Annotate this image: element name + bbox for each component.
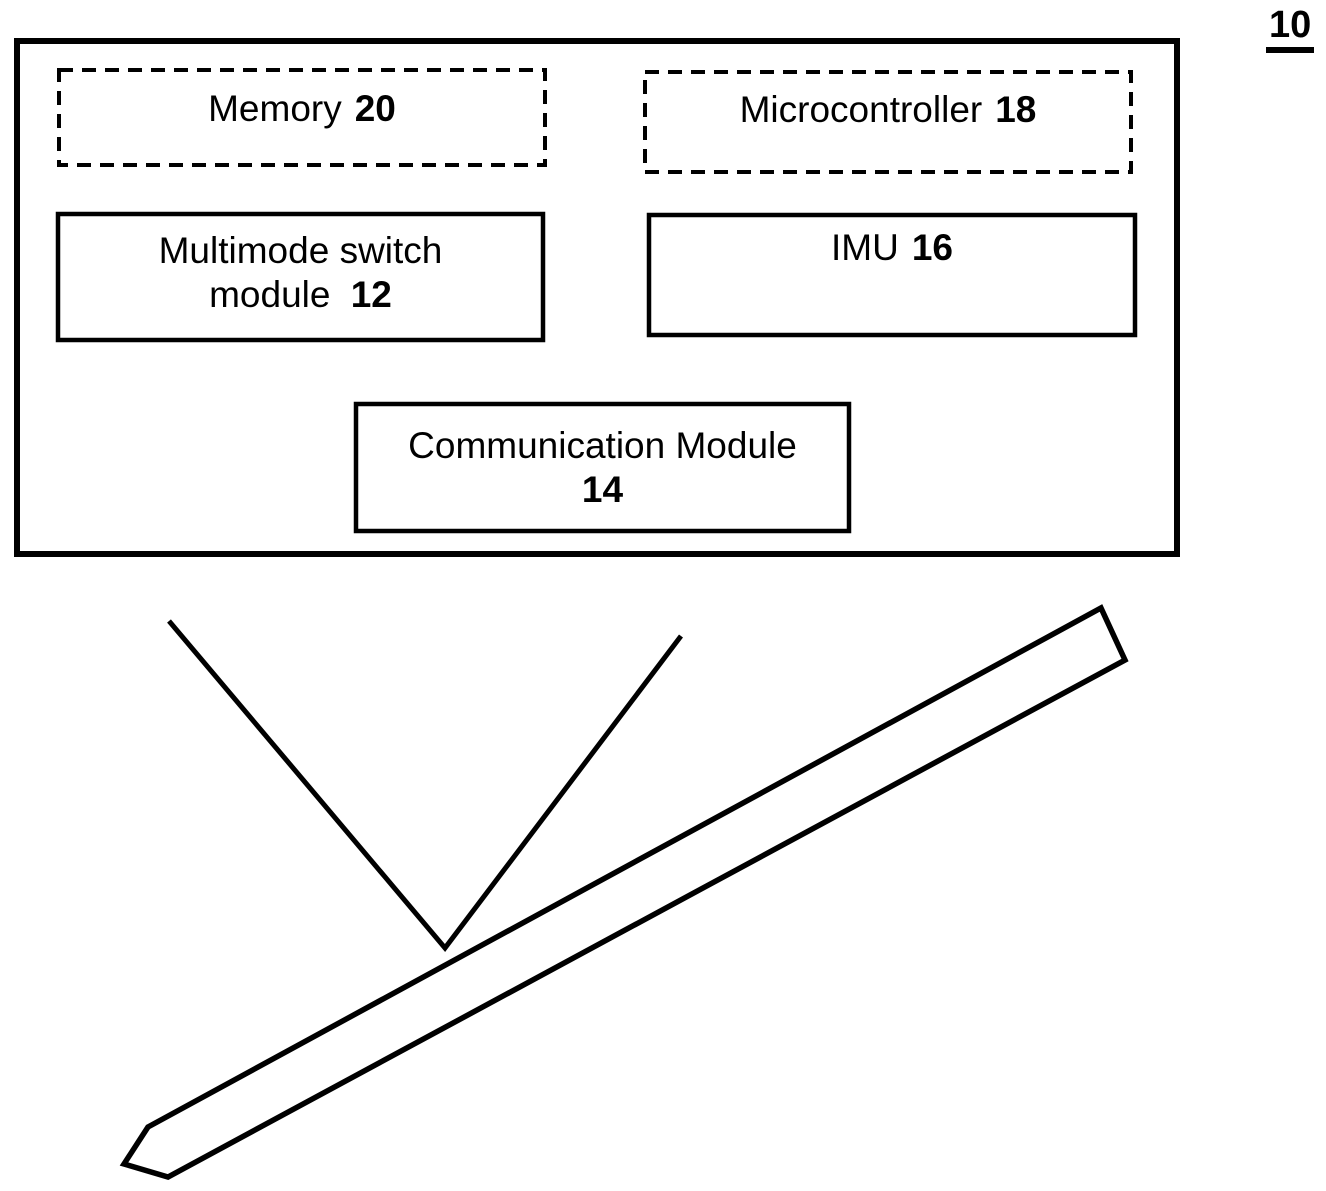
memory-label-text: Memory	[208, 87, 342, 129]
microcontroller-ref-number: 18	[995, 89, 1037, 130]
memory-box-outline	[57, 68, 547, 167]
imu-box-outline	[646, 212, 1138, 338]
imu-box-label: IMU 16	[647, 213, 1137, 337]
communication-ref-number: 14	[581, 468, 624, 510]
multimode-switch-ref-number: 12	[350, 274, 392, 315]
memory-ref-number: 20	[354, 87, 396, 129]
multimode-switch-box-outline	[55, 211, 546, 343]
microcontroller-box-outline	[643, 70, 1133, 174]
communication-label-line1: Communication Module	[408, 424, 797, 466]
checkmark-stroke	[167, 619, 683, 953]
stylus-outline	[119, 604, 1129, 1180]
figure-reference-label: 10	[1266, 5, 1315, 53]
communication-box-outline	[353, 401, 852, 534]
multimode-switch-box-label: Multimode switch module 12	[56, 212, 545, 342]
imu-label-text: IMU	[831, 227, 899, 268]
memory-box-label: Memory 20	[57, 68, 547, 167]
multimode-switch-label-line1: Multimode switch	[158, 230, 443, 271]
microcontroller-box-label: Microcontroller 18	[643, 70, 1133, 174]
imu-ref-number: 16	[911, 227, 953, 268]
device-outer-box	[14, 38, 1180, 557]
microcontroller-label-text: Microcontroller	[739, 89, 983, 130]
communication-box-label: Communication Module 14	[354, 402, 851, 533]
multimode-switch-label-line2-text: module	[209, 274, 331, 315]
multimode-switch-label-line2: module 12	[159, 273, 443, 317]
